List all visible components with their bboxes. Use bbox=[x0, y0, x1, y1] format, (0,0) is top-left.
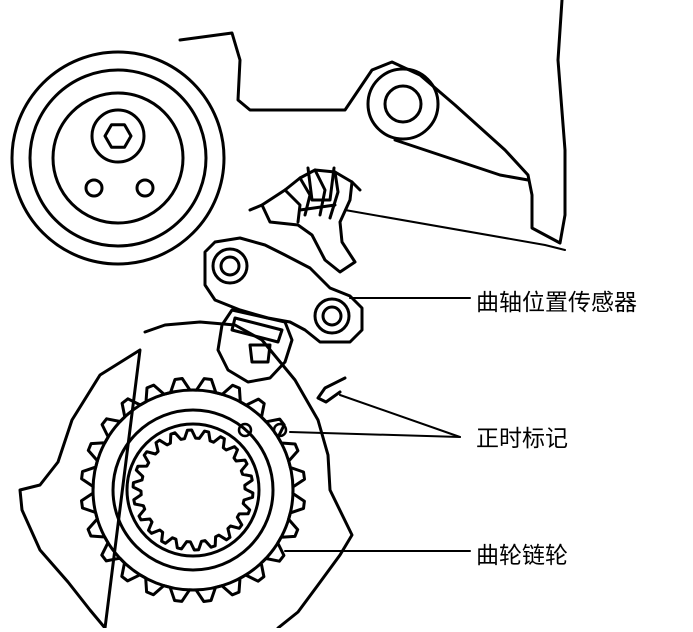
pulley-outer bbox=[10, 50, 226, 266]
sensor-connector-latch bbox=[298, 166, 337, 212]
leader-line-timing-2 bbox=[289, 431, 461, 438]
sensor-connector bbox=[260, 168, 357, 274]
sprocket-teeth-outline bbox=[80, 377, 306, 603]
label-crank-sprocket: 曲轮链轮 bbox=[476, 543, 568, 569]
sprocket-spline-outline bbox=[131, 428, 255, 552]
pulley-hub bbox=[51, 91, 185, 225]
sprocket-spline bbox=[131, 428, 255, 552]
sprocket-backing-plate bbox=[18, 320, 354, 630]
sprocket-teeth bbox=[80, 377, 306, 603]
bracket-bolt-right-inner bbox=[321, 305, 343, 327]
sprocket-ring-inner bbox=[125, 422, 261, 558]
bracket-bolt-right-outer bbox=[313, 297, 351, 335]
sprocket-ring-mid bbox=[111, 408, 275, 572]
pulley-bolt-head bbox=[90, 108, 146, 164]
bracket-bolt-left-outer bbox=[211, 247, 249, 285]
label-crank-position-sensor: 曲轴位置传感器 bbox=[476, 290, 637, 316]
idler-pulley-inner bbox=[383, 84, 423, 124]
pulley-hole-right bbox=[135, 178, 155, 198]
sprocket-timing-dot-1 bbox=[237, 422, 253, 438]
pulley-rim bbox=[28, 68, 208, 248]
leader-line-sensor-wire bbox=[344, 209, 566, 251]
leader-line-timing-1 bbox=[339, 394, 461, 438]
housing-timing-mark bbox=[316, 376, 347, 404]
bracket-bolt-left-inner bbox=[219, 255, 241, 277]
idler-pulley-outer bbox=[366, 67, 440, 141]
label-timing-mark: 正时标记 bbox=[476, 426, 568, 452]
engine-block-inner-edge bbox=[393, 138, 530, 182]
sensor-probe bbox=[216, 308, 294, 384]
pulley-hole-left bbox=[84, 178, 104, 198]
hex-bolt-icon bbox=[103, 123, 133, 149]
sensor-bracket bbox=[203, 236, 364, 344]
engine-block-outline bbox=[178, 0, 567, 245]
